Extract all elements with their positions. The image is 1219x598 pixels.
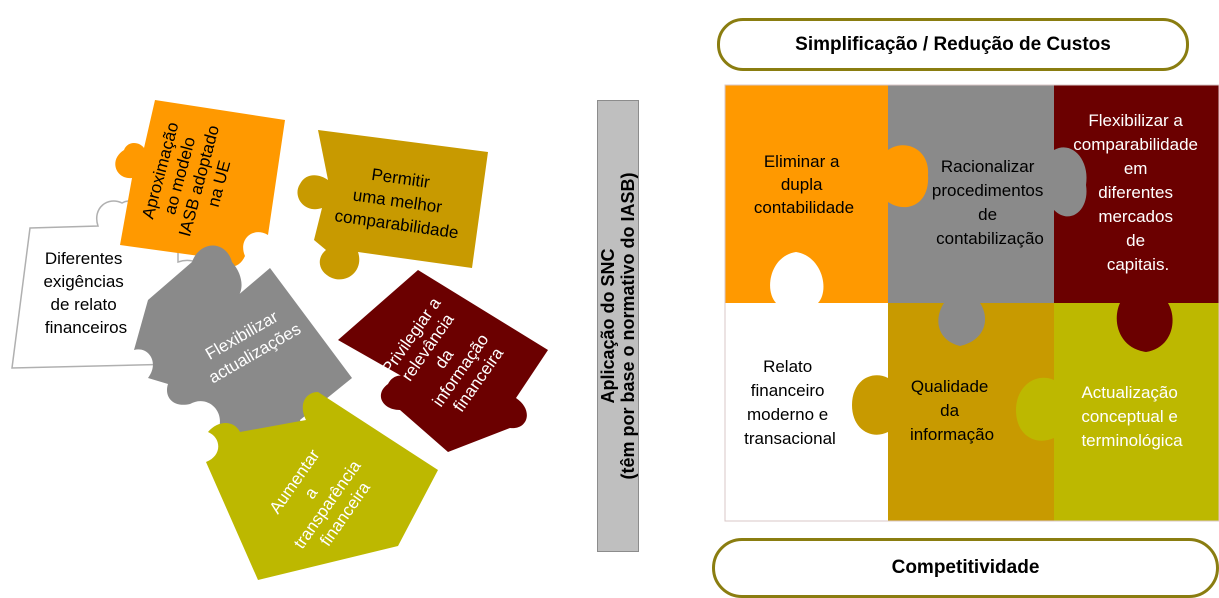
relato-line-4: transacional — [744, 429, 836, 448]
snc-application-text: Aplicação do SNC (têm por base o normati… — [598, 100, 638, 552]
snc-line-2: (têm por base o normativo do IASB) — [618, 172, 638, 480]
eliminar-line-2: dupla — [781, 175, 823, 194]
qualidade-line-2: da — [940, 401, 959, 420]
diferentes-line-1: Diferentes — [45, 249, 122, 268]
tab-white-up — [770, 252, 824, 303]
svg-text:Flexibilizar a comparabi: Flexibilizar a comparabilidade em difere… — [1073, 111, 1202, 274]
svg-text:Actualização conceptual: Actualização conceptual e terminológica — [1081, 383, 1183, 450]
tab-maroon-down — [1116, 303, 1173, 352]
flex-comp-line-5: mercados — [1098, 207, 1173, 226]
qualidade-line-1: Qualidade — [911, 377, 989, 396]
diferentes-line-3: de relato — [51, 295, 117, 314]
racionalizar-line-1: Racionalizar — [941, 157, 1035, 176]
svg-text:Qualidade da infor: Qualidade da informação — [910, 377, 994, 444]
racionalizar-line-4: contabilização — [936, 229, 1044, 248]
flex-comp-line-4: diferentes — [1098, 183, 1173, 202]
tab-gold-left — [852, 375, 888, 435]
diferentes-line-2: exigências — [43, 272, 123, 291]
flex-comp-line-3: em — [1124, 159, 1148, 178]
puzzle-grid: Eliminar a dupla contabilidade Racionali… — [724, 84, 1219, 522]
piece-permitir: Permitir uma melhor comparabilidade — [297, 130, 488, 280]
flex-comp-line-7: capitais. — [1107, 255, 1169, 274]
svg-text:Diferentes exigências: Diferentes exigências de relato financei… — [43, 249, 128, 337]
racionalizar-line-2: procedimentos — [932, 181, 1044, 200]
eliminar-line-3: contabilidade — [754, 198, 854, 217]
top-label: Simplificação / Redução de Custos — [717, 18, 1189, 71]
piece-flexibilizar: Flexibilizar actualizações — [134, 245, 352, 458]
snc-line-1: Aplicação do SNC — [598, 248, 618, 404]
actualizacao-line-3: terminológica — [1081, 431, 1183, 450]
snc-application-bar: Aplicação do SNC (têm por base o normati… — [597, 100, 639, 552]
svg-text:Racionalizar procediment: Racionalizar procedimentos de contabiliz… — [932, 157, 1048, 248]
actualizacao-line-2: conceptual e — [1081, 407, 1177, 426]
bottom-label: Competitividade — [712, 538, 1219, 598]
relato-line-1: Relato — [763, 357, 812, 376]
tab-gray-right — [1054, 147, 1087, 217]
flex-comp-line-2: comparabilidade — [1073, 135, 1198, 154]
piece-aumentar: Aumentar a transparência financeira — [206, 392, 438, 580]
racionalizar-line-3: de — [978, 205, 997, 224]
diferentes-line-4: financeiros — [45, 318, 127, 337]
actualizacao-line-1: Actualização — [1081, 383, 1177, 402]
tab-olive-left — [1016, 377, 1054, 441]
tab-orange-right — [888, 145, 929, 208]
tab-gray-down — [938, 303, 986, 346]
eliminar-line-1: Eliminar a — [764, 152, 840, 171]
svg-text:Relato financeiro: Relato financeiro moderno e transacional — [744, 357, 836, 448]
svg-text:Eliminar a dupla c: Eliminar a dupla contabilidade — [754, 152, 854, 217]
flex-comp-line-1: Flexibilizar a — [1088, 111, 1183, 130]
qualidade-line-3: informação — [910, 425, 994, 444]
piece-aproximacao: Aproximação ao modelo IASB adoptado na U… — [115, 100, 285, 267]
piece-privilegiar: Privilegiar a relevância da informação f… — [338, 270, 548, 452]
relato-line-3: moderno e — [747, 405, 828, 424]
relato-line-2: financeiro — [751, 381, 825, 400]
flex-comp-line-6: de — [1126, 231, 1145, 250]
